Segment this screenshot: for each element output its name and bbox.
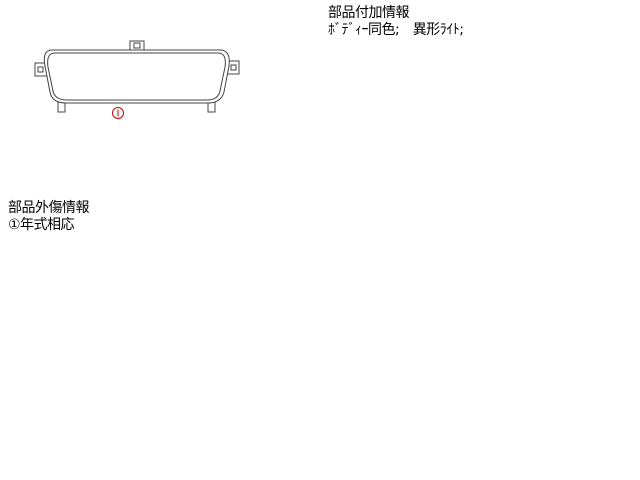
headlight-outline: [34, 40, 240, 119]
damage-info-title: 部品外傷情報: [8, 200, 90, 216]
damage-info-detail: ①年式相応: [8, 217, 75, 233]
additional-info-block: 部品付加情報 ﾎﾞﾃﾞｨｰ同色; 異形ﾗｲﾄ;: [328, 5, 464, 39]
housing-inner: [47, 52, 226, 101]
part-diagram: [30, 36, 245, 124]
left-tab-hole: [37, 66, 44, 73]
additional-info-detail: ﾎﾞﾃﾞｨｰ同色; 異形ﾗｲﾄ;: [328, 22, 464, 38]
housing-outer: [43, 49, 230, 104]
right-tab-hole: [230, 64, 237, 71]
damage-info-block: 部品外傷情報 ①年式相応: [8, 200, 90, 234]
damage-marker-circle: [112, 107, 124, 119]
top-tab-hole: [133, 42, 141, 49]
additional-info-title: 部品付加情報: [328, 5, 410, 21]
